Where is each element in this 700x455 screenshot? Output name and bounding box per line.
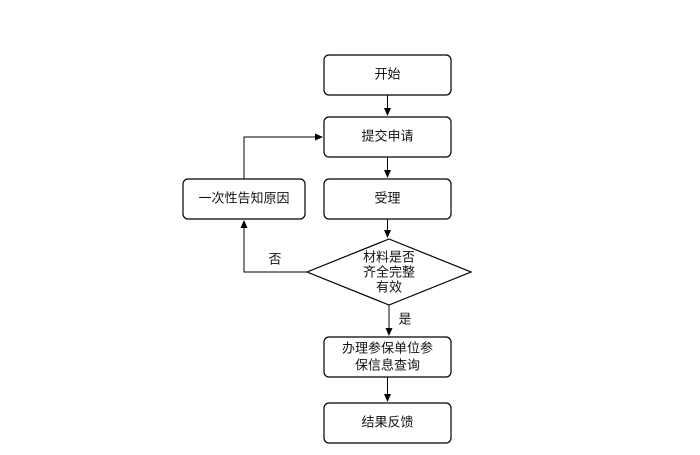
- start-node-label: 开始: [374, 68, 400, 83]
- check-label-line3: 有效: [376, 281, 402, 296]
- accept-node-label: 受理: [374, 192, 400, 207]
- yes-label: 是: [398, 313, 411, 328]
- feedback-node: 结果反馈: [323, 402, 452, 444]
- process-node: 办理参保单位参 保信息查询: [323, 336, 452, 378]
- start-node: 开始: [323, 54, 452, 96]
- submit-node: 提交申请: [323, 116, 452, 158]
- submit-node-label: 提交申请: [361, 129, 413, 145]
- edge-check-no-to-inform: [240, 220, 307, 273]
- process-label-line2: 保信息查询: [355, 358, 420, 374]
- process-label-line1: 办理参保单位参: [342, 341, 433, 357]
- check-label-line1: 材料是否: [363, 251, 415, 266]
- accept-node: 受理: [323, 178, 452, 220]
- feedback-node-label: 结果反馈: [361, 416, 413, 431]
- check-label-line2: 齐全完整: [363, 265, 415, 281]
- edge-inform-to-submit: [243, 133, 323, 179]
- no-label: 否: [268, 253, 281, 268]
- inform-node-label: 一次性告知原因: [198, 191, 289, 207]
- check-decision: 材料是否 齐全完整 有效: [305, 238, 473, 306]
- inform-node: 一次性告知原因: [182, 178, 306, 220]
